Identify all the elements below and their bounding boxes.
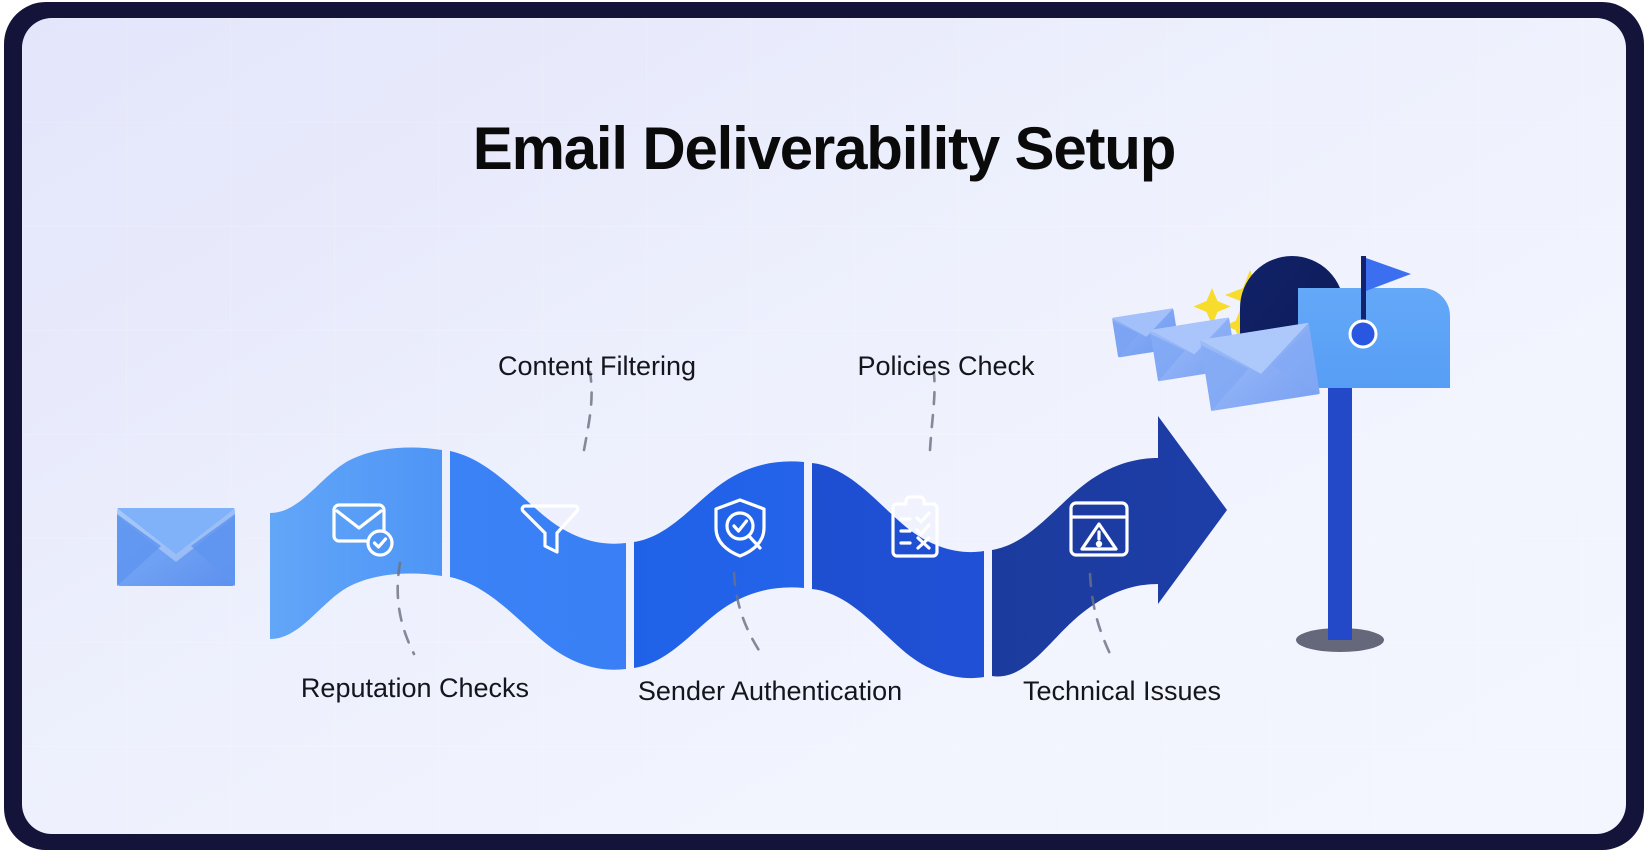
connector-content-filtering (582, 370, 593, 452)
flying-envelope-1 (1200, 322, 1320, 412)
mailbox-flag (1366, 258, 1411, 291)
infographic-artwork (117, 256, 1450, 679)
step-label-technical-issues: Technical Issues (1022, 676, 1222, 706)
connector-lines (396, 370, 1114, 660)
flow-segment-content-filtering[interactable] (450, 451, 626, 670)
flow-segment-sender-authentication[interactable] (634, 461, 804, 668)
funnel-filter-icon (520, 504, 580, 554)
clipboard-checklist-icon (891, 495, 939, 558)
mailbox-flag-knob (1348, 319, 1378, 349)
connector-policies-check (928, 372, 936, 452)
infographic-card: Email Deliverability Setup (22, 18, 1626, 834)
connector-reputation-checks (396, 561, 416, 656)
step-label-policies-check: Policies Check (857, 351, 1035, 381)
mailbox-flag-pole (1361, 256, 1366, 328)
flow-segment-technical-issues[interactable] (992, 416, 1227, 677)
shield-check-search-icon (714, 498, 766, 558)
mailbox-pole (1328, 378, 1352, 640)
browser-warning-icon (1069, 501, 1129, 557)
flow-segment-policies-check[interactable] (812, 463, 984, 679)
connector-technical-issues (1088, 572, 1114, 660)
start-envelope-icon (117, 508, 235, 586)
connector-sender-authentication (732, 571, 766, 660)
mailbox-illustration (1112, 256, 1450, 652)
flow-segment-reputation-checks[interactable] (270, 447, 442, 639)
step-label-sender-authentication: Sender Authentication (637, 676, 903, 706)
envelope-check-icon (332, 503, 394, 557)
step-label-content-filtering: Content Filtering (497, 351, 697, 381)
page-title: Email Deliverability Setup (472, 115, 1177, 182)
step-label-reputation-checks: Reputation Checks (300, 673, 530, 703)
